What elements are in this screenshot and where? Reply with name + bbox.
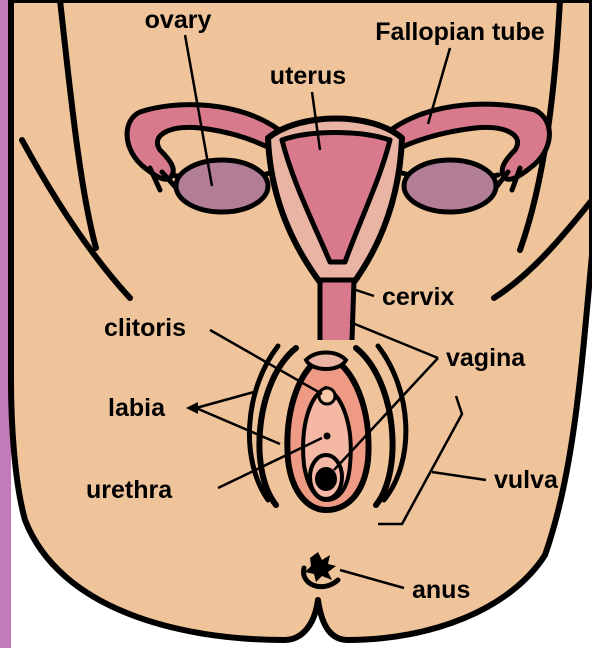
label-uterus: uterus [270,62,346,90]
label-anus: anus [412,576,470,604]
label-ovary: ovary [145,6,212,34]
label-cervix: cervix [382,283,454,311]
label-labia: labia [108,394,166,422]
urethra-opening [324,433,331,440]
clitoris [319,388,335,404]
vaginal-opening [315,467,337,491]
label-urethra: urethra [86,476,173,504]
body-outline [11,0,592,640]
left-ovary [176,160,268,212]
clitoral-hood [306,353,346,370]
label-fallopian-tube: Fallopian tube [375,18,545,46]
right-ovary [404,160,496,212]
label-vagina: vagina [446,344,526,372]
label-vulva: vulva [494,466,559,494]
label-clitoris: clitoris [104,314,186,342]
